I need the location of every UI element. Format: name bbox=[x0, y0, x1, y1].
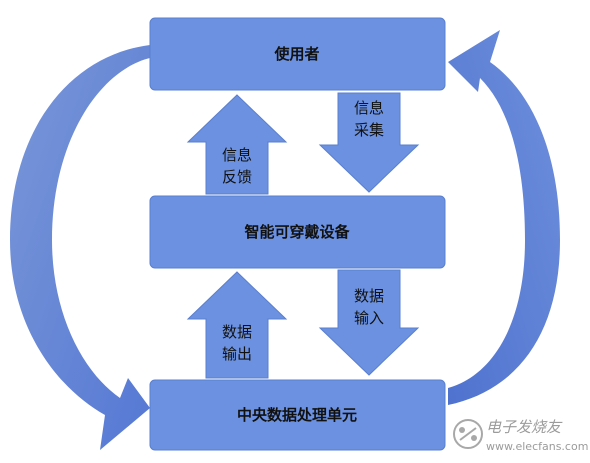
data-input-arrow: 数据 输入 bbox=[318, 269, 420, 376]
cpu-box-label: 中央数据处理单元 bbox=[237, 406, 357, 424]
data-input-label-1: 数据 bbox=[354, 287, 384, 305]
data-output-label-1: 数据 bbox=[222, 323, 252, 341]
watermark-url: www.elecfans.com bbox=[486, 440, 588, 453]
watermark: 电子发烧友 www.elecfans.com bbox=[453, 418, 588, 453]
info-feedback-label-2: 反馈 bbox=[222, 168, 252, 186]
info-collect-label-2: 采集 bbox=[354, 121, 384, 139]
left-cycle-arrow bbox=[10, 45, 150, 450]
watermark-text: 电子发烧友 bbox=[486, 418, 563, 436]
data-input-label-2: 输入 bbox=[354, 309, 384, 327]
info-feedback-arrow: 信息 反馈 bbox=[186, 94, 288, 195]
info-collect-arrow: 信息 采集 bbox=[318, 92, 420, 193]
data-output-arrow: 数据 输出 bbox=[186, 271, 288, 379]
device-box-label: 智能可穿戴设备 bbox=[244, 223, 350, 241]
data-output-label-2: 输出 bbox=[222, 345, 252, 363]
elecfans-logo-icon bbox=[453, 419, 483, 449]
user-box: 使用者 bbox=[149, 17, 446, 91]
device-box: 智能可穿戴设备 bbox=[149, 195, 446, 269]
info-collect-label-1: 信息 bbox=[354, 99, 384, 117]
info-feedback-label-1: 信息 bbox=[222, 146, 252, 164]
user-box-label: 使用者 bbox=[273, 45, 319, 63]
right-cycle-arrow bbox=[448, 30, 560, 405]
cpu-box: 中央数据处理单元 bbox=[149, 379, 446, 451]
